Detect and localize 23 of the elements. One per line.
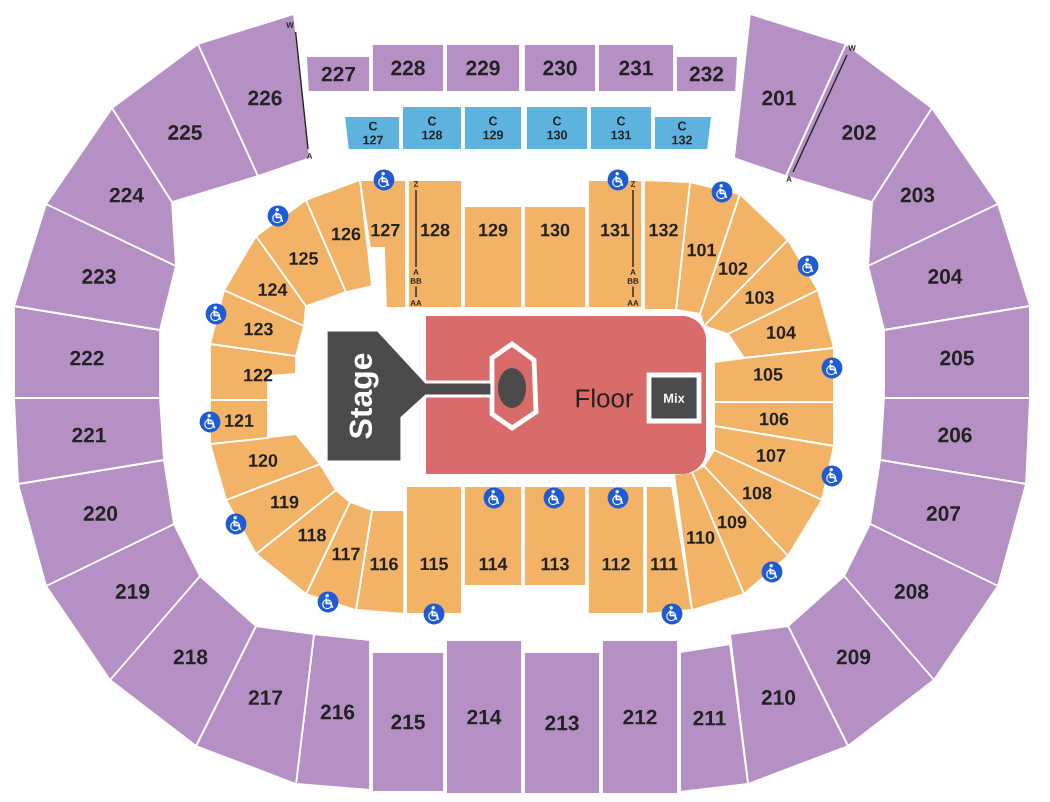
seat-section: 114 — [463, 485, 523, 587]
node-label: 207 — [926, 506, 961, 521]
seat-section: 106 — [713, 401, 835, 448]
seat-section: 113 — [523, 485, 587, 587]
seat-section: 130 — [523, 205, 587, 309]
node-label: 204 — [928, 269, 963, 284]
seat-section: 228 — [371, 43, 445, 93]
node-label: 206 — [938, 427, 972, 443]
seat-section: 213 — [523, 651, 601, 795]
seat-section: 214 — [445, 639, 523, 795]
stage: Stage — [324, 328, 539, 464]
node-label: 205 — [940, 350, 974, 366]
seat-section: 231 — [597, 43, 675, 93]
seat-section: 115 — [405, 485, 463, 615]
seat-section: 212 — [601, 639, 679, 795]
seat-section: 216 — [295, 633, 371, 791]
seat-section: 129 — [463, 205, 523, 309]
seat-section: 215 — [371, 651, 445, 793]
seat-section: 229 — [445, 43, 521, 93]
seat-section: 227 — [305, 55, 371, 93]
seat-section: 232 — [675, 55, 739, 93]
seat-section: 112 — [587, 485, 645, 615]
seat-section: 230 — [523, 43, 597, 93]
